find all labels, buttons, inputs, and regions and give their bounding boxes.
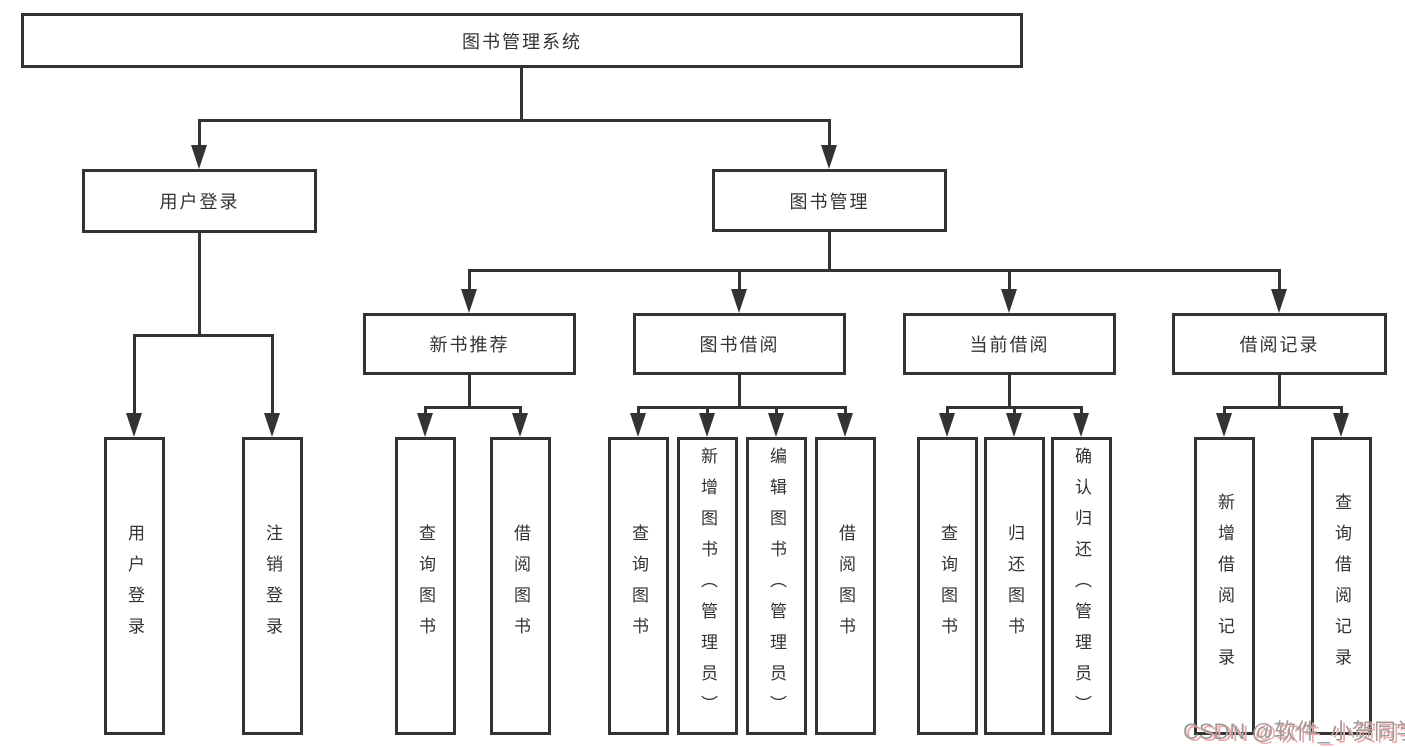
connector-line <box>520 68 523 120</box>
connector-line <box>1008 375 1011 408</box>
connector-arrow <box>264 413 280 437</box>
node-user-login-label: 用户登录 <box>159 192 240 212</box>
connector-arrow <box>837 413 853 437</box>
connector-line <box>946 406 949 418</box>
leaf-add-borrow-record: 新增借阅记录 <box>1194 437 1255 735</box>
node-borrow-records: 借阅记录 <box>1172 313 1387 375</box>
node-book-borrow-label: 图书借阅 <box>699 335 780 355</box>
leaf-recommend-query-books-label: 查询图书 <box>416 524 435 648</box>
connector-line <box>637 406 847 409</box>
leaf-borrow-borrow-books-label: 借阅图书 <box>836 524 855 648</box>
node-current-borrow: 当前借阅 <box>903 313 1116 375</box>
connector-arrow <box>1001 289 1017 313</box>
connector-line <box>1223 406 1343 409</box>
connector-line <box>1278 375 1281 408</box>
connector-line <box>738 269 741 296</box>
connector-line <box>198 119 831 122</box>
node-book-management: 图书管理 <box>712 169 947 232</box>
connector-line <box>706 406 709 418</box>
connector-arrow <box>939 413 955 437</box>
connector-arrow <box>630 413 646 437</box>
connector-arrow <box>768 413 784 437</box>
leaf-logout-login-label: 注销登录 <box>263 524 282 648</box>
connector-arrow <box>191 145 207 169</box>
node-new-book-recommend: 新书推荐 <box>363 313 576 375</box>
connector-line <box>1278 269 1281 296</box>
connector-line <box>1013 406 1016 418</box>
connector-arrow <box>417 413 433 437</box>
node-book-borrow: 图书借阅 <box>633 313 846 375</box>
leaf-edit-books-admin-label: 编辑图书（管理员） <box>767 446 786 726</box>
connector-line <box>828 119 831 150</box>
connector-line <box>468 269 471 296</box>
connector-line <box>468 375 471 408</box>
connector-line <box>738 375 741 408</box>
connector-line <box>828 232 831 271</box>
connector-arrow <box>1271 289 1287 313</box>
watermark: CSDN @软件_小贺同学 <box>1183 719 1405 744</box>
connector-arrow <box>126 413 142 437</box>
connector-line <box>1223 406 1226 418</box>
connector-line <box>775 406 778 418</box>
leaf-recommend-borrow-books-label: 借阅图书 <box>511 524 530 648</box>
node-root-label: 图书管理系统 <box>462 31 582 52</box>
leaf-current-query-books: 查询图书 <box>917 437 978 735</box>
connector-line <box>198 233 201 336</box>
node-root: 图书管理系统 <box>21 13 1023 68</box>
connector-arrow <box>1333 413 1349 437</box>
node-user-login: 用户登录 <box>82 169 317 233</box>
connector-line <box>844 406 847 418</box>
leaf-current-query-books-label: 查询图书 <box>938 524 957 648</box>
connector-line <box>424 406 522 409</box>
leaf-add-borrow-record-label: 新增借阅记录 <box>1215 493 1234 679</box>
connector-line <box>1340 406 1343 418</box>
leaf-return-books: 归还图书 <box>984 437 1045 735</box>
connector-line <box>271 334 274 418</box>
connector-line <box>946 406 1083 409</box>
connector-line <box>198 119 201 150</box>
connector-line <box>468 269 1281 272</box>
leaf-borrow-borrow-books: 借阅图书 <box>815 437 876 735</box>
connector-arrow <box>821 145 837 169</box>
connector-arrow <box>512 413 528 437</box>
leaf-confirm-return-admin: 确认归还（管理员） <box>1051 437 1112 735</box>
leaf-user-login: 用户登录 <box>104 437 165 735</box>
leaf-borrow-query-books-label: 查询图书 <box>629 524 648 648</box>
connector-arrow <box>461 289 477 313</box>
leaf-edit-books-admin: 编辑图书（管理员） <box>746 437 807 735</box>
connector-arrow <box>1073 413 1089 437</box>
leaf-user-login-label: 用户登录 <box>125 524 144 648</box>
connector-line <box>637 406 640 418</box>
connector-line <box>424 406 427 418</box>
leaf-query-borrow-record: 查询借阅记录 <box>1311 437 1372 735</box>
connector-arrow <box>699 413 715 437</box>
node-book-management-label: 图书管理 <box>789 191 870 212</box>
node-current-borrow-label: 当前借阅 <box>969 335 1050 355</box>
leaf-confirm-return-admin-label: 确认归还（管理员） <box>1072 446 1091 726</box>
connector-arrow <box>1216 413 1232 437</box>
connector-line <box>1008 269 1011 296</box>
node-borrow-records-label: 借阅记录 <box>1239 335 1320 355</box>
leaf-add-books-admin-label: 新增图书（管理员） <box>698 446 717 726</box>
leaf-return-books-label: 归还图书 <box>1005 524 1024 648</box>
connector-arrow <box>731 289 747 313</box>
connector-line <box>133 334 136 418</box>
leaf-add-books-admin: 新增图书（管理员） <box>677 437 738 735</box>
leaf-query-borrow-record-label: 查询借阅记录 <box>1332 493 1351 679</box>
connector-line <box>1080 406 1083 418</box>
connector-line <box>519 406 522 418</box>
node-new-book-recommend-label: 新书推荐 <box>429 335 510 355</box>
connector-arrow <box>1006 413 1022 437</box>
leaf-recommend-borrow-books: 借阅图书 <box>490 437 551 735</box>
leaf-logout-login: 注销登录 <box>242 437 303 735</box>
leaf-recommend-query-books: 查询图书 <box>395 437 456 735</box>
connector-line <box>133 334 274 337</box>
leaf-borrow-query-books: 查询图书 <box>608 437 669 735</box>
